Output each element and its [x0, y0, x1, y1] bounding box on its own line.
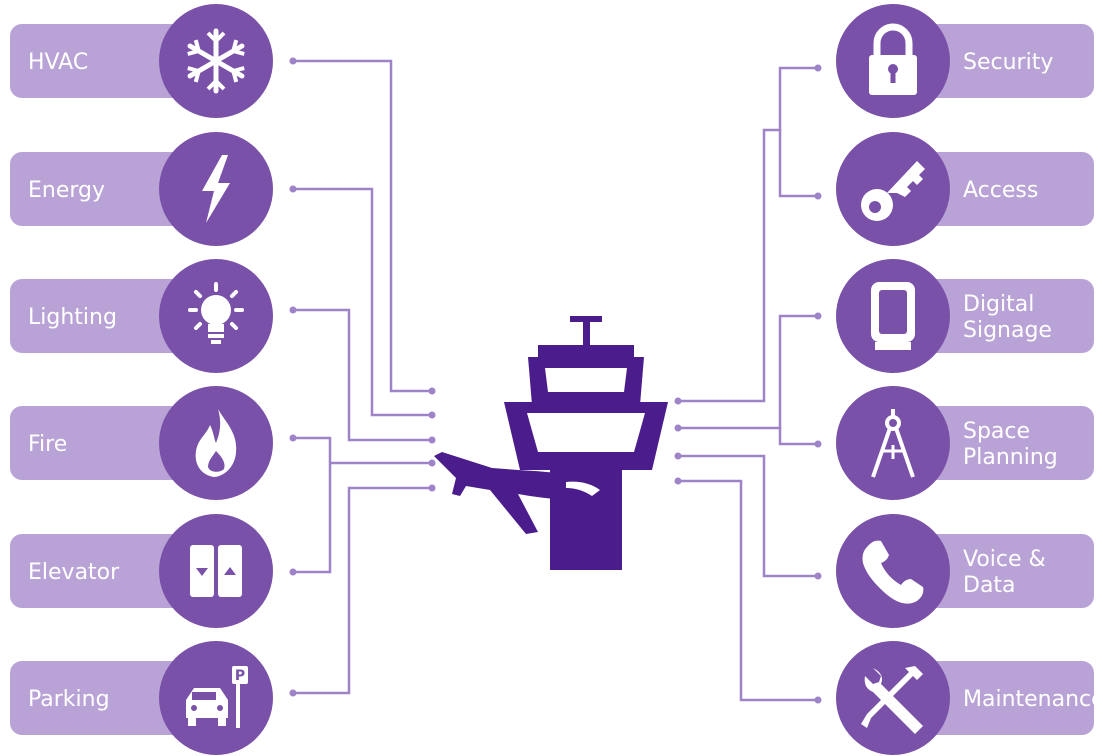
left-label-bar-0	[10, 24, 204, 98]
right-label-bar-3	[900, 406, 1094, 480]
connector-line-3	[293, 436, 332, 574]
connector-line-1	[293, 187, 432, 417]
connector-dot	[289, 306, 297, 314]
padlock-icon	[869, 23, 917, 95]
svg-text:P: P	[235, 668, 245, 684]
left-icon-circle-4	[159, 514, 273, 628]
connector-line-11	[678, 479, 818, 702]
display-sign-icon	[871, 282, 915, 350]
right-label-bar-2	[900, 279, 1094, 353]
connector-dot	[428, 436, 436, 444]
connector-line-10	[678, 454, 818, 578]
key-icon	[861, 161, 925, 221]
connector-line-7	[778, 130, 818, 198]
connector-dot	[289, 185, 297, 193]
wrench-screwdriver-icon	[861, 666, 923, 734]
connector-dot	[814, 192, 822, 200]
connector-line-6	[678, 66, 818, 403]
right-system-label: Security	[963, 50, 1053, 75]
snowflake-icon	[187, 28, 245, 94]
left-system-label: HVAC	[28, 50, 88, 75]
right-system-label: Access	[963, 178, 1038, 203]
left-label-bar-3	[10, 406, 204, 480]
left-system-label: Elevator	[28, 560, 120, 585]
connector-line-8	[678, 314, 818, 430]
connector-dot	[289, 689, 297, 697]
connector-dot	[814, 696, 822, 704]
right-label-bar-1	[900, 152, 1094, 226]
connector-line-0	[293, 59, 432, 393]
connector-dot	[674, 452, 682, 460]
telephone-icon	[862, 540, 924, 604]
right-system-label: Voice &Data	[963, 547, 1046, 598]
right-system-label: Maintenance	[963, 687, 1103, 712]
right-icon-circle-3	[836, 386, 950, 500]
connector-line-9	[778, 428, 818, 446]
left-system-label: Energy	[28, 178, 105, 203]
flame-icon	[195, 409, 237, 477]
connector-dot	[814, 572, 822, 580]
left-system-label: Fire	[28, 432, 67, 457]
connector-dot	[674, 424, 682, 432]
connector-dot	[289, 57, 297, 65]
icon-circles: P	[159, 4, 950, 755]
connector-dot	[428, 387, 436, 395]
left-label-bar-5	[10, 661, 204, 735]
left-label-bar-2	[10, 279, 204, 353]
right-label-bar-0	[900, 24, 1094, 98]
left-label-bar-1	[10, 152, 204, 226]
right-label-bar-5	[900, 661, 1094, 735]
connector-lines	[289, 57, 822, 704]
right-icon-circle-4	[836, 514, 950, 628]
connector-dot	[814, 440, 822, 448]
connector-dot	[428, 459, 436, 467]
elevator-icon	[190, 545, 242, 597]
connector-dot	[428, 411, 436, 419]
connector-dot	[814, 312, 822, 320]
light-bulb-icon	[188, 282, 244, 344]
left-system-label: Lighting	[28, 305, 117, 330]
connector-dot	[674, 397, 682, 405]
left-label-bar-4	[10, 534, 204, 608]
right-label-bar-4	[900, 534, 1094, 608]
compass-divider-icon	[871, 409, 915, 478]
connector-line-5	[293, 486, 432, 695]
connector-dot	[289, 568, 297, 576]
parking-car-icon: P	[186, 666, 248, 728]
airport-control-tower-airplane-icon	[434, 316, 668, 570]
connector-dot	[428, 484, 436, 492]
connector-dot	[814, 64, 822, 72]
connector-dot	[674, 477, 682, 485]
connector-dot	[289, 434, 297, 442]
left-system-label: Parking	[28, 687, 110, 712]
connector-line-2	[293, 308, 432, 442]
lightning-bolt-icon	[202, 155, 230, 223]
